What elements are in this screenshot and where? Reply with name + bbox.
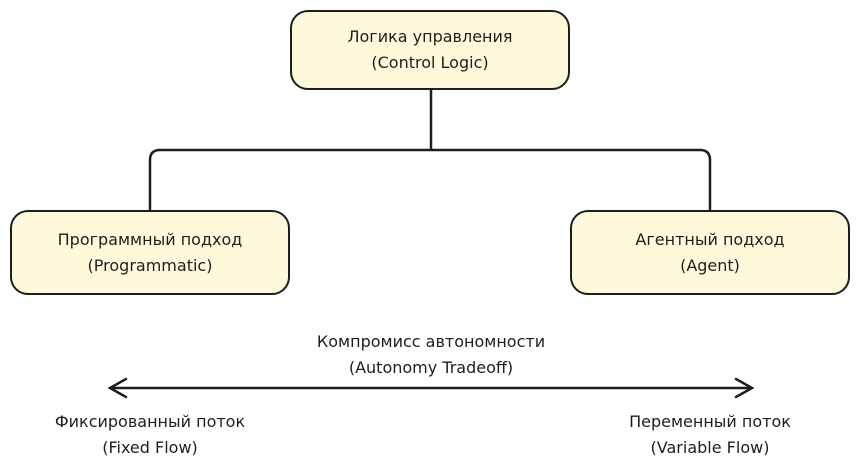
tradeoff-subtitle: (Autonomy Tradeoff) xyxy=(348,358,514,377)
node-title: Логика управления xyxy=(347,27,513,46)
fixed-flow-label: Фиксированный поток (Fixed Flow) xyxy=(55,409,245,461)
node-title: Программный подход xyxy=(57,229,243,249)
node-programmatic[interactable]: Программный подход (Programmatic) xyxy=(10,210,290,295)
node-subtitle: (Programmatic) xyxy=(87,255,213,275)
arrow-right-head-icon xyxy=(734,377,755,399)
node-agent[interactable]: Агентный подход (Agent) xyxy=(570,210,850,295)
fixed-flow-title: Фиксированный поток xyxy=(54,412,246,431)
node-control-logic[interactable]: Логика управления (Control Logic) xyxy=(290,10,570,90)
variable-flow-subtitle: (Variable Flow) xyxy=(650,438,770,457)
arrow-left-head-icon xyxy=(107,377,128,399)
fixed-flow-subtitle: (Fixed Flow) xyxy=(102,438,198,457)
node-subtitle: (Control Logic) xyxy=(371,53,489,72)
variable-flow-title: Переменный поток xyxy=(629,412,791,431)
tradeoff-label: Компромисс автономности (Autonomy Tradeo… xyxy=(317,329,545,381)
tradeoff-title: Компромисс автономности xyxy=(316,332,546,351)
node-title: Агентный подход xyxy=(635,229,785,249)
variable-flow-label: Переменный поток (Variable Flow) xyxy=(629,409,791,461)
branch-line xyxy=(148,148,712,210)
node-subtitle: (Agent) xyxy=(680,255,740,275)
